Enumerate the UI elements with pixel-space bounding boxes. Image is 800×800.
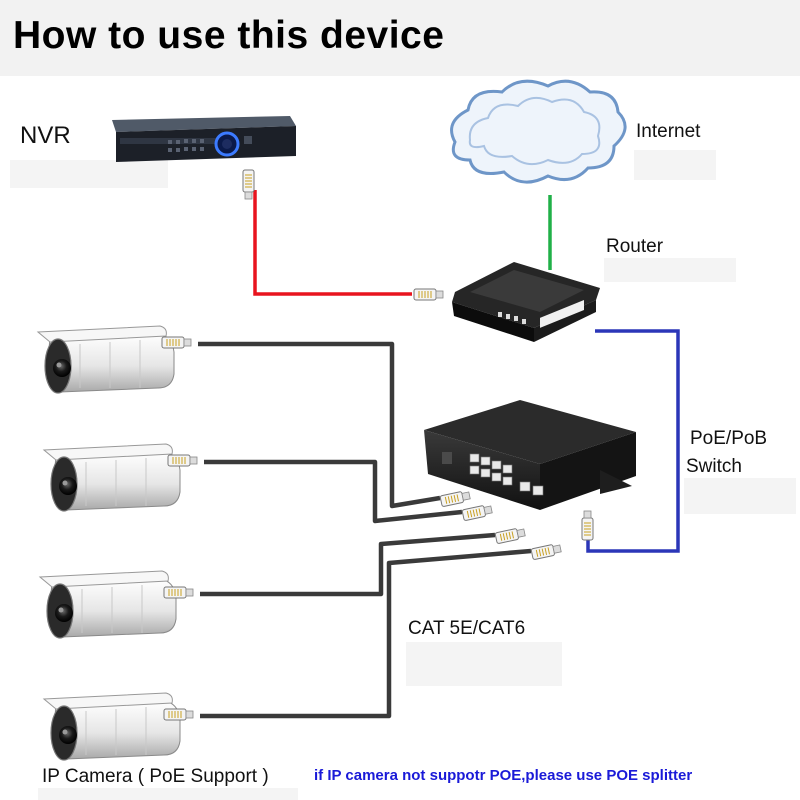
- ip-camera-icon-2: [43, 443, 181, 512]
- switch-label-line2: Switch: [686, 456, 742, 477]
- internet-label: Internet: [636, 121, 701, 142]
- ip-camera-icon-4: [43, 692, 181, 761]
- switch-label-line1: PoE/PoB: [690, 428, 768, 449]
- ip-camera-icon-1: [37, 325, 175, 394]
- cloud-icon: [450, 79, 627, 184]
- camera2-rj45-connector-icon: [167, 454, 198, 467]
- cable-router-switch: [586, 329, 680, 553]
- page-title: How to use this device: [13, 14, 445, 57]
- title-bar: [0, 0, 800, 76]
- internet-label-shade: [634, 150, 716, 180]
- nvr-rj45-connector-icon: [242, 169, 255, 200]
- router-rj45-connector-icon: [413, 288, 444, 301]
- cable4-rj45-connector-icon: [530, 542, 563, 561]
- nvr-device-icon: [112, 116, 296, 162]
- switch-label-shade: [684, 478, 796, 514]
- nvr-label-shade: [10, 160, 168, 188]
- cable-nvr-router: [253, 190, 412, 296]
- camera-cable-1: [198, 341, 441, 509]
- poe-switch-icon: [424, 400, 636, 510]
- camera-label-shade: [38, 788, 298, 800]
- ip-camera-icon-3: [39, 570, 177, 639]
- camera1-rj45-connector-icon: [161, 336, 192, 349]
- camera-cable-4: [200, 548, 532, 719]
- cable-label-shade: [406, 642, 562, 686]
- camera-cable-2: [204, 459, 463, 524]
- cable3-rj45-connector-icon: [494, 526, 527, 545]
- cable2-rj45-connector-icon: [461, 503, 494, 522]
- camera-cable-3: [200, 532, 496, 597]
- router-label: Router: [606, 236, 664, 257]
- camera4-rj45-connector-icon: [163, 708, 194, 721]
- camera-label: IP Camera ( PoE Support ): [42, 766, 269, 787]
- cable1-rj45-connector-icon: [439, 489, 472, 508]
- switch-rj45-connector-icon: [581, 510, 594, 541]
- nvr-label: NVR: [20, 122, 71, 149]
- cable-label: CAT 5E/CAT6: [408, 618, 526, 639]
- router-icon: [452, 262, 600, 342]
- router-label-shade: [604, 258, 736, 282]
- camera-cables: [198, 341, 532, 719]
- poe-splitter-note: if IP camera not suppotr POE,please use …: [314, 767, 693, 784]
- camera3-rj45-connector-icon: [163, 586, 194, 599]
